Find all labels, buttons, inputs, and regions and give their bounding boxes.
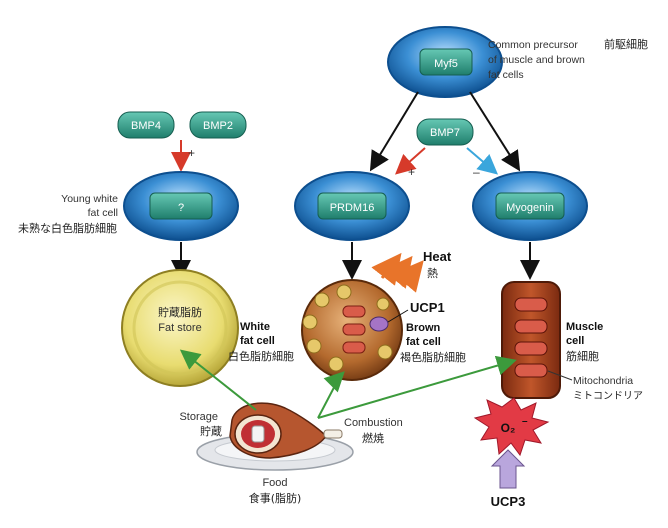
- young-jp: 未熟な白色脂肪細胞: [18, 221, 117, 235]
- brown-label-line2: fat cell: [406, 336, 441, 348]
- young-node: ?: [123, 171, 239, 241]
- lipid-droplet: [302, 314, 318, 330]
- mitochondria-label: Mitochondria: [573, 375, 633, 387]
- white-label-line2: fat cell: [240, 335, 275, 347]
- white-inner-en: Fat store: [158, 322, 201, 334]
- meat-icon: [229, 402, 343, 459]
- heat-label: Heat: [423, 249, 452, 264]
- combustion-to-brown-arrow: [317, 371, 345, 419]
- myf5-to-prdm16-arrow: [369, 91, 419, 172]
- muscle-jp: 筋細胞: [566, 349, 599, 363]
- o2-label: O₂: [501, 421, 516, 435]
- myf5-node: Myf5: [387, 26, 503, 98]
- ucp1-marker: [369, 316, 389, 332]
- heat-arrows: [371, 252, 424, 293]
- heat-jp: 熱: [427, 267, 438, 280]
- lipid-droplet: [328, 356, 344, 372]
- mitochondrion: [342, 305, 366, 318]
- precursor-desc-line3: fat cells: [488, 69, 524, 81]
- mitochondrion: [514, 363, 548, 378]
- ucp1-label: UCP1: [410, 300, 445, 315]
- storage-label: Storage: [179, 411, 218, 423]
- myf5-label: Myf5: [434, 58, 458, 70]
- bmp7-minus-sign: –: [473, 165, 480, 179]
- bmp7-pill: BMP7: [416, 118, 474, 146]
- young-label-line1: Young white: [61, 193, 118, 205]
- myf5-to-myogenin-arrow: [469, 91, 521, 172]
- heat-arrow: [392, 260, 424, 293]
- brown-jp: 褐色脂肪細胞: [400, 350, 466, 364]
- brown-label-line1: Brown: [406, 322, 441, 334]
- precursor-jp: 前駆細胞: [604, 37, 648, 51]
- combustion-to-muscle-arrow: [317, 355, 517, 419]
- myogenin-label: Myogenin: [506, 202, 554, 214]
- ucp3-arrow: [490, 449, 526, 489]
- bmp2-pill: BMP2: [189, 111, 247, 139]
- o2-charge: –: [522, 416, 528, 427]
- mitochondrion: [514, 319, 548, 334]
- heat-arrow: [371, 252, 402, 286]
- heat-arrow: [382, 255, 413, 289]
- bmp4-label: BMP4: [131, 120, 161, 132]
- brown-fat-cell: [301, 279, 403, 381]
- muscle-label-line1: Muscle: [566, 321, 603, 333]
- lipid-droplet: [377, 344, 393, 360]
- storage-jp: 貯蔵: [200, 425, 222, 438]
- lipid-droplet: [314, 292, 330, 308]
- superoxide-burst: [473, 397, 550, 457]
- white-jp: 白色脂肪細胞: [228, 349, 294, 363]
- ucp1-leader-line: [387, 309, 409, 323]
- white-fat-cell: [121, 269, 239, 387]
- prdm16-node: PRDM16: [294, 171, 410, 241]
- bmp7-label: BMP7: [430, 127, 460, 139]
- bmp-plus-sign: +: [188, 146, 195, 160]
- storage-arrow: [179, 349, 257, 411]
- combustion-label: Combustion: [344, 417, 403, 429]
- bmp4-pill: BMP4: [117, 111, 175, 139]
- prdm16-label: PRDM16: [330, 202, 375, 214]
- combustion-jp: 燃焼: [362, 431, 384, 445]
- muscle-cell: [501, 281, 561, 399]
- mitochondrion: [342, 341, 366, 354]
- young-pill-label: ?: [178, 202, 184, 214]
- food-label: Food: [262, 477, 287, 489]
- lipid-droplet: [336, 284, 352, 300]
- mitochondria-jp: ミトコンドリア: [573, 391, 643, 402]
- mitochondrion: [514, 297, 548, 312]
- bmp7-plus-sign: +: [408, 165, 415, 179]
- bmp7-to-prdm16-arrow: [395, 147, 426, 175]
- mitochondria-leader-line: [547, 370, 573, 381]
- lipid-droplet: [376, 297, 390, 311]
- ucp3-label: UCP3: [491, 494, 526, 509]
- lipid-droplet: [306, 338, 322, 354]
- precursor-desc-line2: of muscle and brown: [488, 54, 585, 66]
- myogenin-node: Myogenin: [472, 171, 588, 241]
- muscle-label-line2: cell: [566, 335, 584, 347]
- white-label-line1: White: [240, 321, 270, 333]
- mitochondrion: [342, 323, 366, 336]
- white-inner-jp: 貯蔵脂肪: [158, 305, 202, 319]
- precursor-desc-line1: Common precursor: [488, 39, 578, 51]
- bmp2-label: BMP2: [203, 120, 233, 132]
- young-label-line2: fat cell: [88, 207, 118, 219]
- bmp7-to-myogenin-arrow: [466, 147, 499, 175]
- mitochondrion: [514, 341, 548, 356]
- food-jp: 食事(脂肪): [249, 491, 302, 505]
